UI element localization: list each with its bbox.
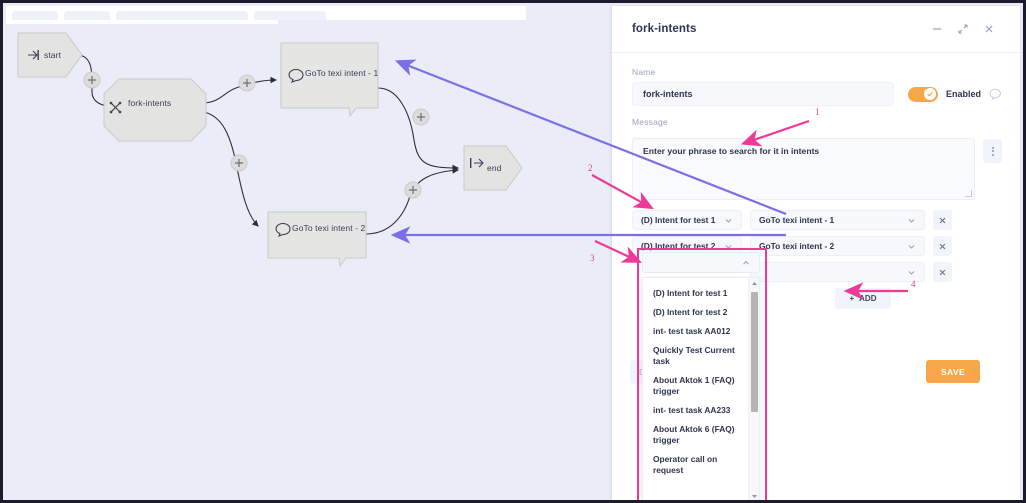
intent-dropdown-control[interactable] [642,252,760,273]
flow-diagram [17,32,523,268]
list-item[interactable]: int- test task AA012 [653,326,731,336]
message-textarea[interactable]: Enter your phrase to search for it in in… [632,138,975,200]
dot [991,146,994,149]
list-item[interactable]: (D) Intent for test 2 [653,307,728,317]
toolbar-chip[interactable] [12,11,58,20]
chevron-down-icon [907,268,916,277]
target-select-value: GoTo texi intent - 2 [759,241,835,251]
enabled-toggle[interactable] [907,86,938,102]
message-text: Enter your phrase to search for it in in… [643,146,820,156]
panel-header: fork-intents [612,6,1020,53]
remove-row-button[interactable] [933,236,952,256]
table-row [632,262,1002,282]
target-select-value: GoTo texi intent - 1 [759,215,835,225]
dot [991,150,994,152]
toggle-knob [924,88,937,100]
list-item[interactable]: Quickly Test Current task [653,345,735,366]
message-icon [288,68,304,83]
message-icon [275,222,291,237]
close-icon[interactable] [976,16,1002,42]
remove-row-button[interactable] [933,262,952,282]
panel-title: fork-intents [632,23,697,35]
resize-grip[interactable] [965,190,972,197]
top-toolbar-strip [6,6,526,20]
canvas-top-edge [6,20,278,24]
comment-bubble-icon[interactable] [989,88,1002,101]
add-node-handle [412,108,430,126]
table-row: (D) Intent for test 1 GoTo texi intent -… [632,210,1002,230]
chevron-down-icon [724,216,733,225]
scrollbar-thumb[interactable] [751,292,758,412]
list-item[interactable]: int- test task AA233 [653,405,731,415]
dot [991,153,994,156]
toolbar-chip[interactable] [254,11,326,20]
scroll-up-icon[interactable] [751,280,758,287]
footer-actions: SAVE [632,323,1002,383]
name-field-label: Name [632,67,656,77]
minimize-icon[interactable] [924,16,950,42]
dropdown-options: (D) Intent for test 1 (D) Intent for tes… [643,278,748,500]
flow-canvas[interactable]: start fork-intents GoTo texi intent - 1 … [6,20,618,500]
chevron-up-icon [741,258,751,268]
add-button-label: ADD [859,294,877,303]
list-item[interactable]: About Aktok 1 (FAQ) trigger [653,375,735,396]
start-icon [28,50,39,60]
intent-select-value: (D) Intent for test 1 [641,215,716,225]
enabled-toggle-group[interactable]: Enabled [907,86,1002,102]
intent-dropdown[interactable]: (D) Intent for test 1 (D) Intent for tes… [642,252,760,500]
more-options-icon[interactable] [983,139,1002,163]
annotation-number-3: 3 [590,253,595,263]
add-node-handle [230,154,248,172]
dropdown-scrollbar[interactable] [748,278,759,500]
list-item[interactable]: About Aktok 6 (FAQ) trigger [653,424,735,445]
node-label-fork-intents: fork-intents [128,98,172,108]
name-input[interactable]: fork-intents [632,82,894,106]
toolbar-chip[interactable] [64,11,110,20]
intent-select[interactable]: (D) Intent for test 1 [632,210,742,230]
list-item[interactable]: Operator call on request [653,454,718,475]
add-row-button[interactable]: + ADD [835,288,891,309]
target-select[interactable]: GoTo texi intent - 2 [750,236,925,256]
list-item[interactable]: (D) Intent for test 1 [653,288,728,298]
node-label-goto-1: GoTo texi intent - 1 [305,68,379,78]
node-label-end: end [487,163,502,173]
annotation-number-2: 2 [588,163,593,173]
chevron-down-icon [724,242,733,251]
message-row: Enter your phrase to search for it in in… [632,138,1002,200]
annotation-number-1: 1 [815,107,820,117]
enabled-label: Enabled [945,89,981,99]
chevron-down-icon [907,216,916,225]
table-row: (D) Intent for test 2 GoTo texi intent -… [632,236,1002,256]
add-node-handle [238,74,256,92]
target-select[interactable] [750,262,925,282]
node-label-start: start [44,50,62,60]
node-label-goto-2: GoTo texi intent - 2 [292,223,366,233]
expand-icon[interactable] [950,16,976,42]
annotation-number-4: 4 [911,279,916,289]
name-row: fork-intents Enabled [632,82,1002,106]
message-field-label: Message [632,117,668,127]
target-select[interactable]: GoTo texi intent - 1 [750,210,925,230]
plus-icon: + [849,294,855,303]
toolbar-chip[interactable] [116,11,248,20]
fork-icon [109,101,122,114]
remove-row-button[interactable] [933,210,952,230]
add-node-handle [83,71,101,89]
scroll-down-icon[interactable] [751,493,758,500]
intent-dropdown-list[interactable]: (D) Intent for test 1 (D) Intent for tes… [642,277,760,500]
chevron-down-icon [907,242,916,251]
add-node-handle [404,181,422,199]
intent-select-value: (D) Intent for test 2 [641,241,716,251]
save-button[interactable]: SAVE [926,360,980,383]
